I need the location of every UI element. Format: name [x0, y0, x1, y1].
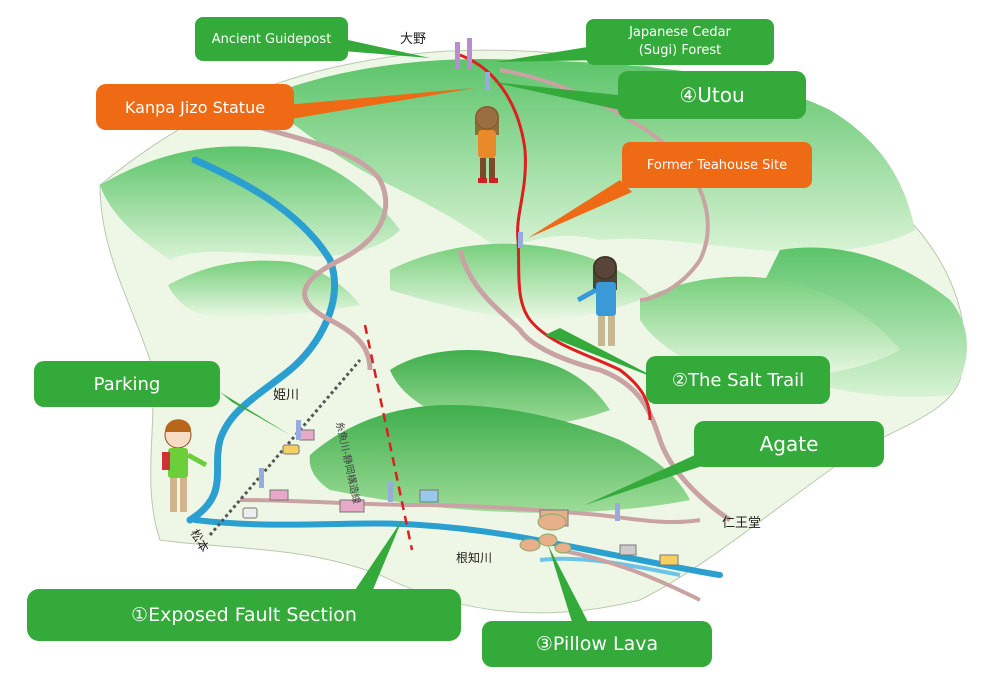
- river-himekawa: [186, 156, 338, 524]
- building-6: [339, 499, 365, 513]
- mountain-right-mid: [640, 276, 900, 379]
- callout-kanpa-jizo: Kanpa Jizo Statue: [96, 84, 294, 130]
- callout-exposed-fault: ①Exposed Fault Section: [27, 589, 461, 641]
- callout-agate: Agate: [694, 421, 884, 467]
- road-valley: [239, 498, 701, 525]
- trail-red: [459, 53, 652, 421]
- hiker-girl-icon: [475, 106, 500, 183]
- place-label-himekawa: 姫川: [273, 388, 300, 403]
- building-4: [619, 544, 637, 556]
- callout-pointers-orange: [285, 88, 632, 238]
- parking-car-icon: [242, 444, 300, 519]
- place-label-nechigawa: 根知川: [456, 551, 493, 565]
- place-label-ono: 大野: [400, 32, 427, 47]
- mountain-mid-left: [168, 260, 360, 318]
- guidepost-icon: [259, 38, 620, 521]
- place-label-niodo: 仁王堂: [722, 516, 762, 531]
- fault-line: [363, 324, 414, 551]
- pillow-lava-rocks: [519, 513, 572, 554]
- callout-ancient-guidepost: Ancient Guidepost: [195, 17, 348, 61]
- callout-former-teahouse: Former Teahouse Site: [622, 142, 812, 188]
- building-1: [299, 429, 315, 441]
- hiker-boy-icon: [162, 419, 208, 512]
- road-south: [559, 548, 701, 602]
- building-2: [419, 489, 439, 503]
- building-7: [269, 489, 289, 501]
- callout-pillow-lava: ③Pillow Lava: [482, 621, 712, 667]
- callout-salt-trail: ②The Salt Trail: [646, 356, 830, 404]
- callout-japanese-cedar-line2: (Sugi) Forest: [638, 43, 722, 58]
- hiker-girl-blue-icon: [576, 256, 618, 346]
- river-lower: [192, 517, 723, 578]
- building-5: [659, 554, 679, 566]
- road-main: [234, 117, 389, 371]
- mountain-west: [100, 146, 400, 260]
- callout-japanese-cedar-line1: Japanese Cedar: [629, 25, 731, 40]
- callout-utou: ④Utou: [618, 71, 806, 119]
- callout-pointers: [220, 40, 705, 622]
- hill-front: [309, 405, 690, 513]
- callout-japanese-cedar: Japanese Cedar (Sugi) Forest: [586, 19, 774, 65]
- callout-parking: Parking: [34, 361, 220, 407]
